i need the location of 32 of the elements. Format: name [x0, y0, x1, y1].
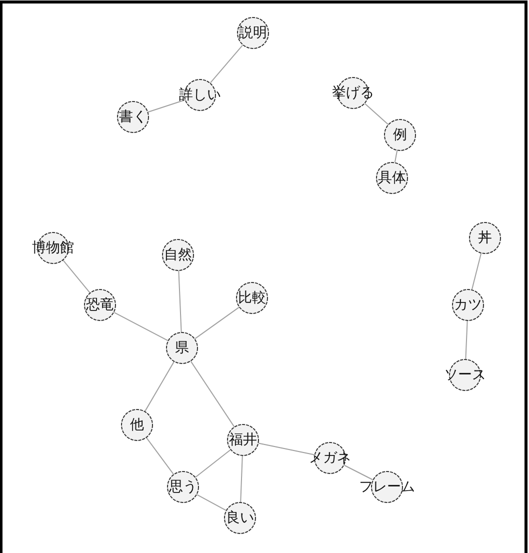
connector-line — [178, 270, 182, 333]
connector-line — [146, 437, 174, 475]
word-node: 具体 — [376, 162, 408, 194]
word-node: 良い — [224, 502, 256, 534]
word-node: 福井 — [227, 424, 259, 456]
connector-line — [62, 260, 90, 294]
connector-line — [258, 442, 315, 456]
word-node: 例 — [384, 119, 416, 151]
word-node: 書く — [117, 101, 149, 133]
connector-line — [190, 360, 235, 428]
connector-line — [364, 103, 389, 125]
connector-line — [210, 44, 244, 84]
connector-line — [195, 449, 231, 478]
connector-line — [148, 100, 186, 112]
connector-line — [196, 494, 226, 511]
connector-line — [194, 306, 240, 340]
connector-line — [114, 312, 168, 342]
connector-line — [471, 253, 482, 290]
connector-line — [465, 320, 468, 360]
connector-line — [240, 456, 243, 502]
connector-line — [394, 150, 398, 163]
connector-line — [144, 361, 174, 412]
word-node: 県 — [166, 332, 198, 364]
word-node: 比較 — [236, 282, 268, 314]
word-node: 恐竜 — [84, 289, 116, 321]
word-node: カツ — [452, 289, 484, 321]
word-node: 他 — [121, 409, 153, 441]
word-node: 丼 — [469, 222, 501, 254]
word-node: 自然 — [162, 239, 194, 271]
word-node: 思う — [167, 471, 199, 503]
connector-line — [344, 464, 374, 480]
word-node: 説明 — [237, 17, 269, 49]
